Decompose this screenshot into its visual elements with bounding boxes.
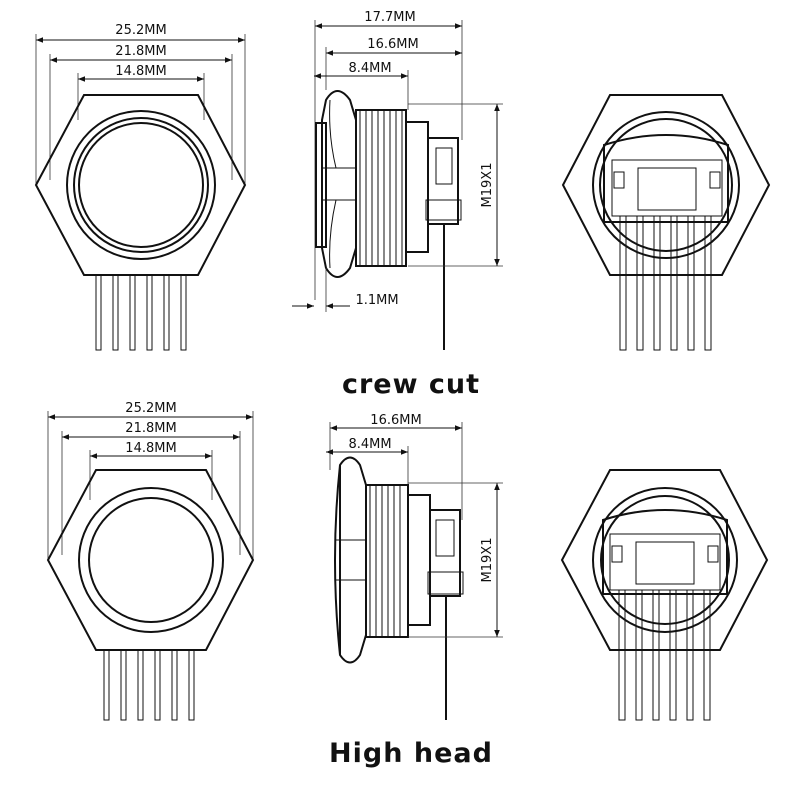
crew-cut-thread-label: M19X1 <box>480 163 495 208</box>
button-ring <box>73 117 209 253</box>
rear-connector-frame <box>603 134 729 223</box>
crew-cut-side-dim-total: 17.7MM <box>364 10 415 25</box>
terminal-pins <box>95 274 187 351</box>
hex-nut-outline <box>46 469 255 651</box>
rear-terminal-pins <box>619 215 712 351</box>
terminal-pins <box>103 649 195 721</box>
high-head-front-dim-inner: 14.8MM <box>125 441 176 456</box>
thread-lines <box>359 110 403 266</box>
high-head-side-view: 16.6MM 8.4MM M19X1 <box>326 413 503 720</box>
high-head-caption: High head <box>329 738 493 769</box>
rear-housing <box>407 494 431 626</box>
connector-block <box>429 509 461 597</box>
connector-block <box>427 137 459 225</box>
rear-connector-housing <box>611 159 723 217</box>
threaded-body <box>355 109 407 267</box>
hex-nut-outline <box>34 94 247 276</box>
crew-cut-side-dim-thread: 8.4MM <box>348 61 391 76</box>
crew-cut-front-dim-mid: 21.8MM <box>115 44 166 59</box>
bezel-ring <box>78 487 224 633</box>
high-head-front-view: 25.2MM 21.8MM 14.8MM <box>46 401 255 721</box>
button-face <box>88 497 214 623</box>
rear-connector-housing <box>609 533 721 591</box>
crew-cut-side-view: 17.7MM 16.6MM 8.4MM <box>292 10 503 350</box>
hex-nut-outline <box>560 469 769 651</box>
hex-nut-outline <box>561 94 771 276</box>
nut-profile <box>339 456 367 664</box>
high-head-thread-label: M19X1 <box>480 538 495 583</box>
rear-housing <box>405 121 429 253</box>
crew-cut-front-view: 25.2MM 21.8MM 14.8MM <box>34 23 247 351</box>
high-head-side-dim-thread: 8.4MM <box>348 437 391 452</box>
high-head-front-dim-outer: 25.2MM <box>125 401 176 416</box>
high-head-rear-view <box>560 469 769 721</box>
bezel-ring <box>66 110 216 260</box>
high-head-front-dim-mid: 21.8MM <box>125 421 176 436</box>
high-head-side-dim-body: 16.6MM <box>370 413 421 428</box>
nut-profile <box>321 90 357 278</box>
crew-cut-front-dim-outer: 25.2MM <box>115 23 166 38</box>
threaded-body <box>365 484 409 638</box>
crew-cut-caption: crew cut <box>342 369 480 400</box>
crew-cut-side-dim-body: 16.6MM <box>367 37 418 52</box>
thread-lines <box>369 485 401 637</box>
rear-connector-frame <box>602 509 728 595</box>
crew-cut-rear-view <box>561 94 771 351</box>
rear-terminal-pins <box>618 589 711 721</box>
crew-cut-front-dim-inner: 14.8MM <box>115 64 166 79</box>
crew-cut-side-dim-head: 1.1MM <box>355 293 398 308</box>
button-face <box>78 122 204 248</box>
high-head-dome <box>334 464 341 656</box>
